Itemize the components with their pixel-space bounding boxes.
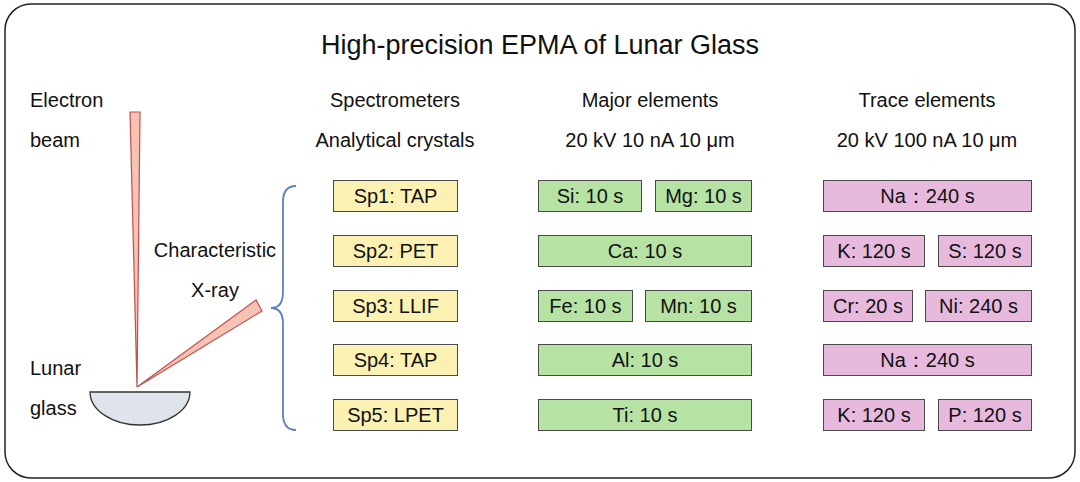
condition-label: 20 kV 100 nA 10 μm [837, 120, 1018, 160]
spectrometer-box: Sp4: TAP [333, 344, 458, 376]
box-text: Cr: 20 s [833, 295, 903, 318]
box-text: Mn: 10 s [660, 295, 737, 318]
box-text: K: 120 s [837, 404, 910, 427]
spectrometer-box: Sp1: TAP [333, 180, 458, 212]
spectrometer-box: Sp3: LLIF [333, 290, 458, 322]
major-element-box: Ca: 10 s [538, 235, 752, 267]
column-heading: Trace elements [858, 80, 995, 120]
spectrometer-box: Sp2: PET [333, 235, 458, 267]
box-text: Sp5: LPET [347, 404, 444, 427]
box-text: K: 120 s [837, 240, 910, 263]
trace-element-box: S: 120 s [938, 235, 1032, 267]
xray-beam [137, 300, 262, 387]
column-heading: Major elements [582, 80, 719, 120]
box-text: Sp4: TAP [354, 349, 438, 372]
trace-element-box: Ni: 240 s [925, 290, 1032, 322]
bracket [271, 186, 296, 430]
box-text: Si: 10 s [557, 185, 624, 208]
trace-element-box: Cr: 20 s [823, 290, 913, 322]
box-text: Na：240 s [880, 183, 975, 210]
box-text: Ca: 10 s [608, 240, 682, 263]
trace-element-box: K: 120 s [823, 235, 925, 267]
beam-label: Electron beam [30, 80, 103, 160]
major-element-box: Mg: 10 s [655, 180, 752, 212]
box-text: Sp2: PET [353, 240, 439, 263]
trace-element-box: K: 120 s [823, 399, 925, 431]
box-text: S: 120 s [948, 240, 1021, 263]
sample-label: Lunar glass [30, 348, 81, 428]
trace-element-box: Na：240 s [823, 344, 1032, 376]
box-text: Na：240 s [880, 347, 975, 374]
title: High-precision EPMA of Lunar Glass [321, 28, 759, 62]
column-subheading: Analytical crystals [316, 120, 475, 160]
major-element-box: Fe: 10 s [538, 290, 633, 322]
box-text: Fe: 10 s [549, 295, 621, 318]
trace-element-box: P: 120 s [938, 399, 1032, 431]
major-element-box: Mn: 10 s [645, 290, 752, 322]
box-text: Ti: 10 s [613, 404, 678, 427]
column-heading: Spectrometers [330, 80, 460, 120]
frame-border [5, 4, 1075, 478]
major-element-box: Al: 10 s [538, 344, 752, 376]
major-element-box: Ti: 10 s [538, 399, 752, 431]
box-text: Al: 10 s [612, 349, 679, 372]
box-text: Mg: 10 s [665, 185, 742, 208]
condition-label: 20 kV 10 nA 10 μm [565, 120, 734, 160]
box-text: Ni: 240 s [939, 295, 1018, 318]
trace-element-box: Na：240 s [823, 180, 1032, 212]
xray-label: Characteristic X-ray [154, 230, 276, 310]
spectrometer-box: Sp5: LPET [333, 399, 458, 431]
major-element-box: Si: 10 s [538, 180, 642, 212]
box-text: P: 120 s [948, 404, 1021, 427]
box-text: Sp3: LLIF [352, 295, 439, 318]
lunar-glass-sample [90, 392, 190, 425]
box-text: Sp1: TAP [354, 185, 438, 208]
electron-beam [130, 112, 140, 387]
